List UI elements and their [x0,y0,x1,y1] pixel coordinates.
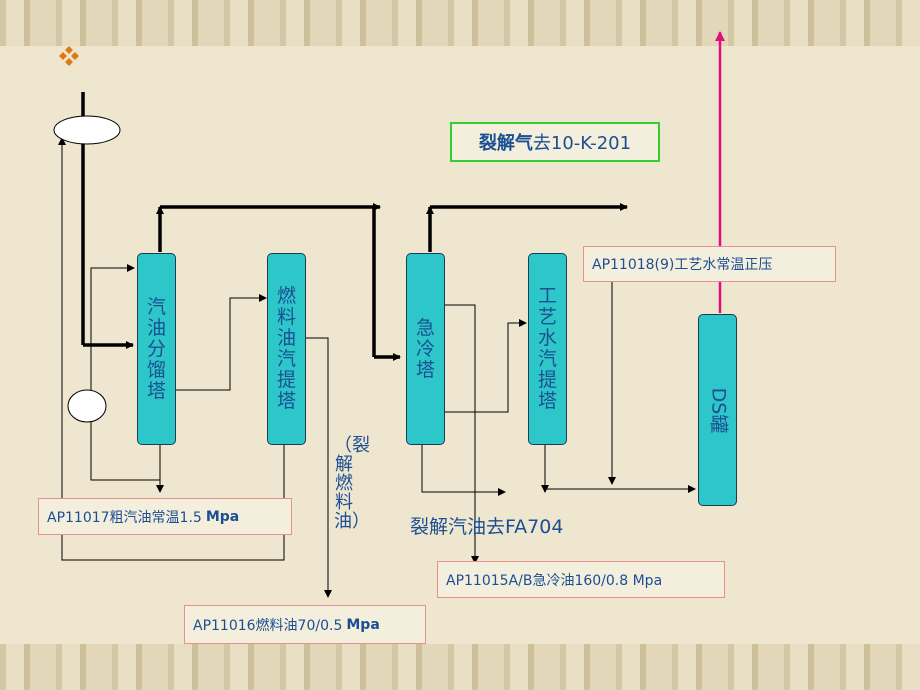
pump-symbol [67,389,107,423]
process-water-stripper: 工艺水汽提塔 [528,253,567,445]
decorative-border-bottom [0,644,920,690]
cracked-gas-suffix: 去10-K-201 [532,133,632,154]
ds-tank-label: DS罐 [707,387,730,433]
reflux-drum [53,115,121,145]
decorative-border-top [0,0,920,46]
quench-tower-label: 急冷塔 [415,316,435,381]
cracked-fuel-oil-label: （裂解燃料油） [334,435,370,532]
pump-ap11015-label: AP11015A/B急冷油160/0.8 Mpa [437,561,725,598]
gasoline-fractionator-label: 汽油分馏塔 [146,295,166,402]
cracked-gas-label: 裂解气去10-K-201 [450,122,660,162]
process-water-stripper-label: 工艺水汽提塔 [537,285,557,412]
cracked-gas-prefix: 裂解气 [478,133,533,154]
fuel-oil-stripper: 燃料油汽提塔 [267,253,306,445]
thick-main-lines [81,92,628,361]
diamond-cluster-icon [59,46,79,66]
fuel-oil-stripper-label: 燃料油汽提塔 [276,285,296,412]
gasoline-fractionator: 汽油分馏塔 [137,253,176,445]
quench-tower: 急冷塔 [406,253,445,445]
ds-tank: DS罐 [698,314,737,506]
cracked-gasoline-label: 裂解汽油去FA704 [410,516,564,538]
pump-ap11018-label: AP11018(9)工艺水常温正压 [583,246,836,282]
